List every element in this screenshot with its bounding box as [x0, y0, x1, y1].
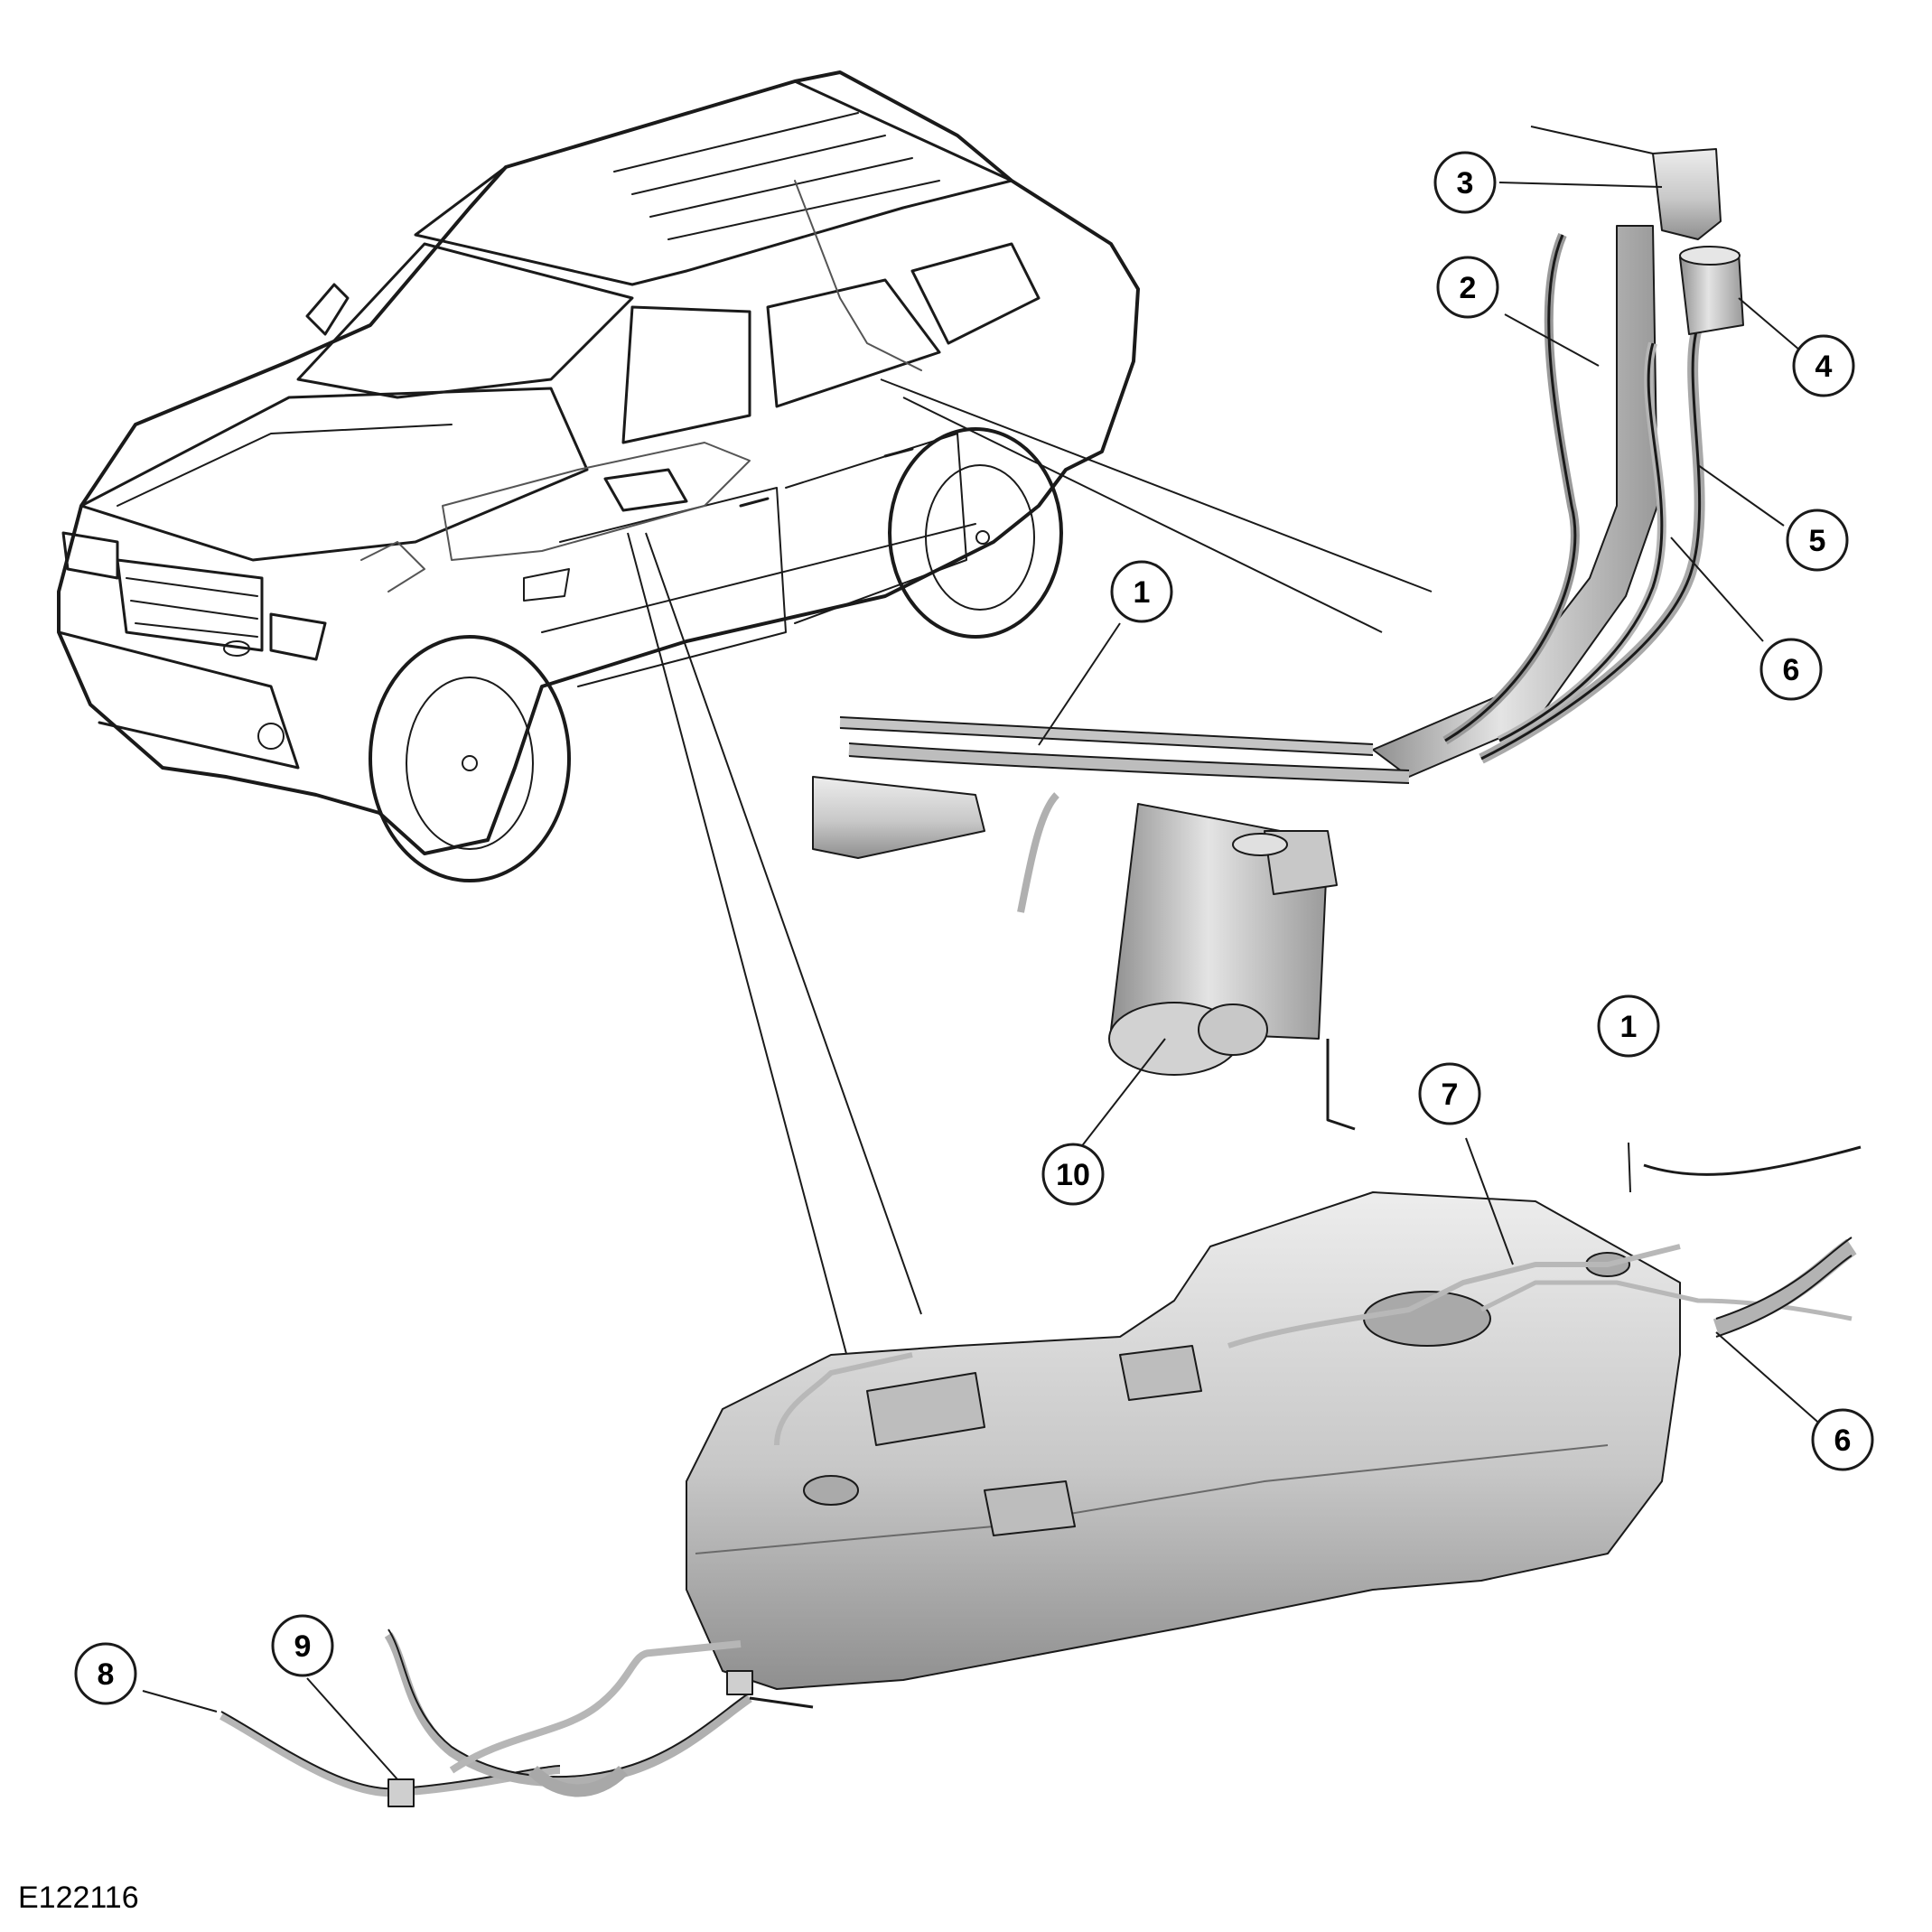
- svg-text:9: 9: [294, 1629, 312, 1664]
- callout-1-top: 1: [1110, 560, 1173, 623]
- svg-text:8: 8: [98, 1657, 115, 1692]
- vapor-lines: [219, 1629, 814, 1807]
- svg-text:7: 7: [1442, 1078, 1459, 1112]
- callout-5: 5: [1786, 509, 1849, 572]
- callout-10: 10: [1041, 1143, 1105, 1206]
- figure-reference-code: E122116: [18, 1881, 139, 1915]
- svg-text:3: 3: [1457, 166, 1474, 201]
- callout-8: 8: [74, 1642, 137, 1705]
- svg-text:1: 1: [1134, 575, 1151, 610]
- vehicle-illustration: [57, 70, 1140, 882]
- svg-text:6: 6: [1834, 1423, 1852, 1458]
- svg-text:1: 1: [1620, 1010, 1638, 1044]
- view-leader-lines: [627, 378, 1433, 1365]
- callout-2: 2: [1436, 256, 1499, 319]
- callout-6-bottom: 6: [1811, 1408, 1874, 1471]
- svg-text:4: 4: [1815, 350, 1833, 384]
- fuel-tank: [686, 1145, 1862, 1690]
- filler-neck-assembly: [812, 126, 1744, 1131]
- callout-9: 9: [271, 1614, 334, 1677]
- callout-7: 7: [1418, 1062, 1481, 1125]
- svg-text:6: 6: [1783, 653, 1800, 687]
- callout-3: 3: [1433, 151, 1497, 214]
- svg-text:10: 10: [1056, 1158, 1090, 1192]
- callout-1-bottom: 1: [1597, 994, 1660, 1058]
- svg-text:2: 2: [1460, 271, 1477, 305]
- svg-text:5: 5: [1809, 524, 1826, 558]
- callout-6-top: 6: [1759, 638, 1823, 701]
- callout-4: 4: [1792, 334, 1855, 397]
- callout-leaders: [142, 182, 1825, 1780]
